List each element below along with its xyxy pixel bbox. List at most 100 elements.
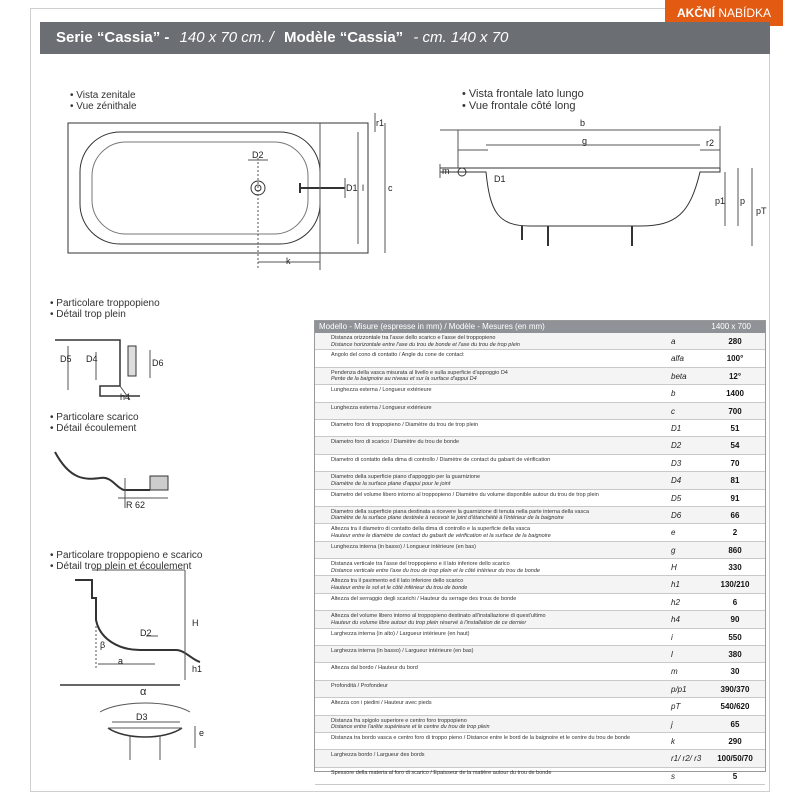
row-description: Altezza dal bordo / Hauteur du bord bbox=[331, 665, 661, 672]
dim-D5: D5 bbox=[60, 354, 72, 364]
dim-pT: pT bbox=[756, 206, 767, 216]
row-description: Spessore della materia al foro di scaric… bbox=[331, 770, 661, 777]
row-description: Diametro foro di scarico / Diamètre du t… bbox=[331, 439, 661, 446]
table-row: Diametro foro di troppopieno / Diamètre … bbox=[315, 420, 765, 438]
row-value: 91 bbox=[730, 493, 740, 503]
row-description: Distanza tra bordo vasca e centro foro d… bbox=[331, 735, 661, 742]
row-description-it: Angolo del cono di contatto / Angle du c… bbox=[331, 352, 464, 359]
drain-detail-label: • Particolare scarico• Détail écoulement bbox=[50, 412, 139, 434]
top-view-label: • Vista zenitale• Vue zénithale bbox=[70, 90, 137, 112]
row-symbol: D1 bbox=[671, 423, 682, 433]
row-symbol: c bbox=[671, 406, 675, 416]
row-value: 51 bbox=[730, 423, 740, 433]
row-symbol: D2 bbox=[671, 441, 682, 451]
table-row: Larghezza interna (in alto) / Largueur i… bbox=[315, 629, 765, 647]
dim-r1: r1 bbox=[376, 118, 385, 128]
row-description-it: Altezza tra il diametro di contatto dell… bbox=[331, 526, 531, 533]
table-row: Distanza verticale tra l'asse del troppo… bbox=[315, 559, 765, 577]
row-description-it: Distanza fra spigolo superiore e centro … bbox=[331, 717, 467, 724]
row-symbol: k bbox=[671, 736, 675, 746]
row-description: Altezza con i piedini / Hauteur avec pie… bbox=[331, 700, 661, 707]
dim-a: a bbox=[118, 656, 124, 666]
row-description-it: Altezza tra il pavimento ed il lato infe… bbox=[331, 578, 464, 585]
row-description-it: Profondità / Profondeur bbox=[331, 682, 388, 689]
row-description: Profondità / Profondeur bbox=[331, 683, 661, 690]
row-description-it: Lunghezza esterna / Longueur extérieure bbox=[331, 387, 432, 394]
table-row: Angolo del cono di contatto / Angle du c… bbox=[315, 350, 765, 368]
row-symbol: D4 bbox=[671, 476, 682, 486]
row-description: Lunghezza esterna / Longueur extérieure bbox=[331, 387, 661, 394]
row-value: 66 bbox=[730, 510, 740, 520]
row-description-fr: Diamètre de la surface plane destinée à … bbox=[331, 515, 564, 522]
row-description-fr: Distance horizontale entre l'axe du trou… bbox=[331, 341, 520, 348]
dim-p1: p1 bbox=[715, 196, 726, 206]
dim-D3: D3 bbox=[136, 712, 148, 722]
row-symbol: j bbox=[671, 719, 673, 729]
table-row: Altezza con i piedini / Hauteur avec pie… bbox=[315, 698, 765, 716]
table-row: Distanza fra spigolo superiore e centro … bbox=[315, 715, 765, 733]
front-view-label: • Vista frontale lato lungo• Vue frontal… bbox=[462, 88, 584, 112]
row-value: 100/50/70 bbox=[717, 754, 753, 764]
row-symbol: pT bbox=[671, 702, 681, 712]
row-description: Diametro della superficie piana destinat… bbox=[331, 509, 661, 522]
row-symbol: alfa bbox=[671, 354, 684, 364]
row-symbol: D6 bbox=[671, 510, 682, 520]
row-description-it: Diametro del volume libero intorno al tr… bbox=[331, 491, 599, 498]
row-value: 550 bbox=[728, 632, 742, 642]
row-symbol: r1/ r2/ r3 bbox=[671, 754, 702, 764]
row-symbol: b bbox=[671, 389, 676, 399]
drain-section bbox=[54, 451, 150, 491]
tub-basin-outline bbox=[91, 141, 309, 235]
row-value: 54 bbox=[730, 441, 740, 451]
page-frame bbox=[30, 8, 770, 792]
row-description: Altezza tra il pavimento ed il lato infe… bbox=[331, 578, 661, 591]
dim-g: g bbox=[582, 136, 588, 146]
row-value: 390/370 bbox=[720, 684, 750, 694]
row-description: Diametro foro di troppopieno / Diamètre … bbox=[331, 422, 661, 429]
combined-section bbox=[75, 579, 201, 663]
row-description: Distanza verticale tra l'asse del troppo… bbox=[331, 561, 661, 574]
row-description-it: Diametro della superficie piana destinat… bbox=[331, 508, 590, 515]
tub-outer-outline bbox=[67, 122, 369, 254]
row-value: 280 bbox=[728, 337, 742, 346]
row-description-it: Distanza tra bordo vasca e centro foro d… bbox=[331, 734, 631, 741]
table-row: Distanza tra bordo vasca e centro foro d… bbox=[315, 733, 765, 751]
row-description-fr: Distance verticale entre l'axe du trou d… bbox=[331, 567, 540, 574]
row-description: Diametro del volume libero intorno al tr… bbox=[331, 492, 661, 499]
table-row: Altezza del serraggio degli scarichi / H… bbox=[315, 594, 765, 612]
row-description-fr: Hauteur du volume libre autour du trop p… bbox=[331, 619, 527, 626]
row-value: 130/210 bbox=[720, 580, 750, 590]
dim-beta: β bbox=[100, 640, 106, 650]
row-symbol: h2 bbox=[671, 597, 680, 607]
row-description-fr: Hauteur entre le sol et le côté inférieu… bbox=[331, 584, 468, 591]
row-description: Pendenza della vasca misurata al livello… bbox=[331, 370, 661, 383]
row-value: 30 bbox=[730, 667, 740, 677]
title-bar: Serie “Cassia” - 140 x 70 cm. / Modèle “… bbox=[40, 22, 770, 54]
row-description: Altezza del volume libero intorno al tro… bbox=[331, 613, 661, 626]
model-title: Modèle “Cassia” bbox=[283, 29, 404, 46]
dim-e: e bbox=[199, 728, 205, 738]
row-description: Larghezza bordo / Largueur des bords bbox=[331, 752, 661, 759]
row-value: 90 bbox=[730, 615, 740, 625]
row-description: Altezza tra il diametro di contatto dell… bbox=[331, 526, 661, 539]
row-value: 290 bbox=[728, 736, 742, 746]
row-description-it: Diametro foro di troppopieno / Diamètre … bbox=[331, 421, 479, 428]
dim-D1: D1 bbox=[346, 183, 358, 193]
row-symbol: l bbox=[671, 650, 673, 660]
row-value: 65 bbox=[730, 719, 740, 729]
dim-D2-detail: D2 bbox=[140, 628, 152, 638]
promo-badge[interactable]: AKČNÍ NABÍDKA bbox=[665, 0, 783, 26]
table-row: Lunghezza interna (in basso) / Longueur … bbox=[315, 541, 765, 560]
row-symbol: m bbox=[671, 667, 678, 677]
tub-front-outline bbox=[439, 167, 721, 227]
row-description-it: Larghezza interna (in basso) / Largueur … bbox=[331, 648, 474, 655]
row-description: Lunghezza interna (in basso) / Longueur … bbox=[331, 544, 661, 551]
row-description-it: Lunghezza esterna / Longueur extérieure bbox=[331, 404, 432, 411]
dim-h4: h4 bbox=[120, 392, 131, 402]
row-symbol: D5 bbox=[671, 493, 682, 503]
series-dimensions: 140 x 70 cm. / bbox=[179, 29, 274, 46]
table-row: Diametro foro di scarico / Diamètre du t… bbox=[315, 437, 765, 455]
row-description-it: Distanza verticale tra l'asse del troppo… bbox=[331, 561, 510, 568]
row-description: Diametro di contatto della dima di contr… bbox=[331, 457, 661, 464]
